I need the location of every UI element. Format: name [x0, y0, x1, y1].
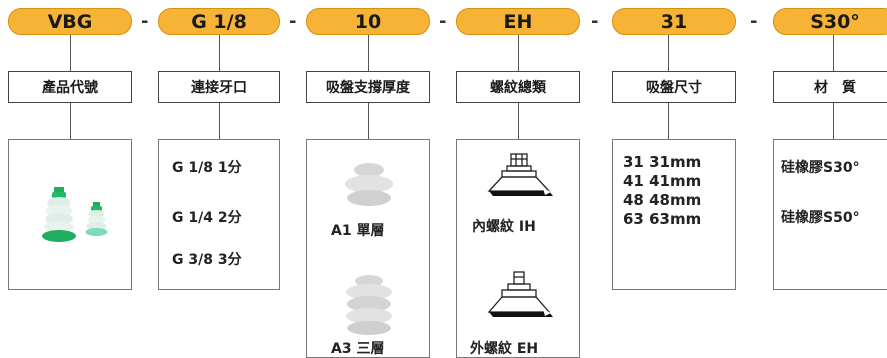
- code-threadtype: EH: [503, 10, 533, 33]
- cup-size-panel: 31 31mm 41 41mm 48 48mm 63 63mm: [612, 139, 736, 290]
- thread-option: G 1/4 2分: [172, 210, 242, 226]
- connector-line: [219, 103, 220, 139]
- thread-type-option: 外螺紋 EH: [470, 341, 539, 357]
- thread-option: G 1/8 1分: [172, 160, 242, 176]
- large-suction-cup: [42, 187, 76, 242]
- single-layer-cup-icon: [345, 163, 393, 206]
- size-option: 41 41mm: [623, 172, 702, 190]
- connector-line: [368, 103, 369, 139]
- label-material: 材 質: [773, 71, 887, 103]
- code-thread: G 1/8: [191, 10, 247, 33]
- separator-4: -: [591, 11, 599, 32]
- material-option: 硅橡膠S50°: [781, 210, 860, 226]
- label-product-code: 產品代號: [8, 71, 132, 103]
- connector-line: [518, 103, 519, 139]
- product-image-panel: [8, 139, 132, 290]
- separator-3: -: [439, 11, 447, 32]
- separator-2: -: [289, 11, 297, 32]
- code-pill-material: S30°: [773, 8, 887, 35]
- code-pill-threadtype: EH: [456, 8, 580, 35]
- connector-line: [70, 35, 71, 71]
- label-thread-size: 連接牙口: [158, 71, 280, 103]
- connector-line: [70, 103, 71, 139]
- thread-options-panel: G 1/8 1分 G 1/4 2分 G 3/8 3分: [158, 139, 280, 290]
- connector-line: [668, 35, 669, 71]
- thickness-option: A3 三層: [331, 341, 385, 357]
- connector-line: [833, 35, 834, 71]
- internal-thread-icon: [487, 153, 553, 196]
- thickness-panel: A1 單層 A3 三層: [306, 139, 430, 358]
- code-product: VBG: [47, 10, 93, 33]
- code-pill-thickness: 10: [306, 8, 430, 35]
- code-size: 31: [660, 10, 688, 33]
- thread-type-option: 內螺紋 IH: [472, 219, 536, 235]
- code-pill-product: VBG: [8, 8, 132, 35]
- size-option: 63 63mm: [623, 210, 702, 228]
- code-pill-thread: G 1/8: [158, 8, 280, 35]
- separator-1: -: [141, 11, 149, 32]
- thickness-option: A1 單層: [331, 223, 385, 239]
- label-cup-size: 吸盤尺寸: [612, 71, 736, 103]
- material-option: 硅橡膠S30°: [781, 160, 860, 176]
- code-pill-size: 31: [612, 8, 736, 35]
- thread-option: G 3/8 3分: [172, 252, 242, 268]
- external-thread-icon: [487, 271, 553, 317]
- connector-line: [518, 35, 519, 71]
- suction-cups-illustration: [42, 187, 108, 242]
- connector-line: [833, 103, 834, 139]
- label-thread-type: 螺紋總類: [456, 71, 580, 103]
- connector-line: [219, 35, 220, 71]
- thread-type-panel: 內螺紋 IH 外螺紋 EH: [456, 139, 580, 358]
- triple-layer-cup-icon: [346, 275, 392, 335]
- material-panel: 硅橡膠S30° 硅橡膠S50°: [773, 139, 887, 290]
- size-option: 31 31mm: [623, 153, 702, 171]
- label-thickness: 吸盤支撐厚度: [306, 71, 430, 103]
- separator-5: -: [750, 11, 758, 32]
- code-material: S30°: [810, 10, 860, 33]
- connector-line: [368, 35, 369, 71]
- connector-line: [668, 103, 669, 139]
- code-thickness: 10: [354, 10, 382, 33]
- size-option: 48 48mm: [623, 191, 702, 209]
- small-suction-cup: [85, 202, 108, 236]
